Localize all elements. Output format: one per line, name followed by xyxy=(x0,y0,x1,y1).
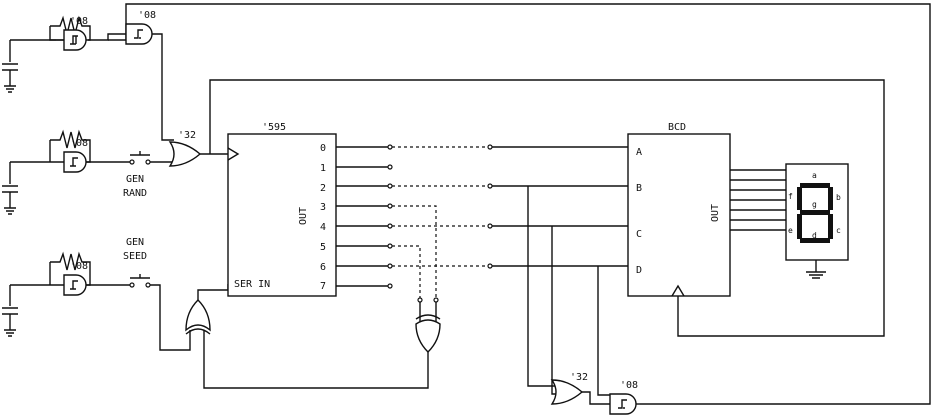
segment-b: b xyxy=(836,193,841,202)
sr-pin-0: 0 xyxy=(320,143,326,154)
clock-oscillator: '08 '08 xyxy=(2,3,931,405)
decoder-input-c: C xyxy=(636,229,642,240)
segment-d: d xyxy=(812,231,817,240)
gen-rand-label-2: RAND xyxy=(123,188,147,199)
gen-seed-label-1: GEN xyxy=(126,237,144,248)
decoder-wiring: '32 '08 xyxy=(492,146,640,415)
rand-schmitt-gate xyxy=(63,151,87,173)
or-gate-label: '32 xyxy=(178,130,196,141)
seven-segment-display: a b c d e f g xyxy=(785,163,849,279)
decoder-input-b: B xyxy=(636,183,642,194)
gen-rand-label-1: GEN xyxy=(126,174,144,185)
segment-e: e xyxy=(788,226,793,235)
decoder-part: BCD xyxy=(668,122,686,133)
clock-and-label: '08 xyxy=(138,10,156,21)
out-or-label: '32 xyxy=(570,372,588,383)
segment-f: f xyxy=(788,192,793,201)
seed-schmitt-label: '08 xyxy=(70,261,88,272)
bcd-decoder: BCD A B C D OUT xyxy=(209,79,885,337)
shift-register-out-label: OUT xyxy=(298,207,309,225)
gen-seed-circuit: '08 GEN SEED xyxy=(2,237,429,389)
gen-rand-circuit: '08 GEN RAND '32 xyxy=(2,129,228,215)
or-gate xyxy=(168,141,202,167)
shift-register-part: '595 xyxy=(262,122,286,133)
sr-pin-4: 4 xyxy=(320,222,326,233)
out-and-gate xyxy=(609,393,637,415)
rand-schmitt-label: '08 xyxy=(70,138,88,149)
jumper-wires xyxy=(392,144,493,353)
decoder-input-d: D xyxy=(636,265,642,276)
decoder-input-a: A xyxy=(636,147,642,158)
gen-seed-label-2: SEED xyxy=(123,251,147,262)
decoder-out-label: OUT xyxy=(710,204,721,222)
tap-xor-gate xyxy=(415,319,441,353)
sr-pin-7: 7 xyxy=(320,281,326,292)
segment-c: c xyxy=(836,226,841,235)
sr-pin-3: 3 xyxy=(320,202,326,213)
out-or-gate xyxy=(550,379,584,405)
sr-pin-2: 2 xyxy=(320,183,326,194)
sr-pin-1: 1 xyxy=(320,163,326,174)
shift-register: '595 OUT SER IN 0 1 2 3 4 5 6 7 xyxy=(227,122,393,297)
out-and-label: '08 xyxy=(620,380,638,391)
seed-xor-gate xyxy=(185,299,211,332)
sr-pin-6: 6 xyxy=(320,262,326,273)
shift-register-serial-in: SER IN xyxy=(234,279,270,290)
clock-schmitt-label: '08 xyxy=(70,16,88,27)
segment-a: a xyxy=(812,171,817,180)
segment-g: g xyxy=(812,200,817,209)
sr-pin-5: 5 xyxy=(320,242,326,253)
clock-and-gate xyxy=(125,23,153,45)
clock-schmitt-gate xyxy=(63,29,87,51)
seed-schmitt-gate xyxy=(63,274,87,296)
